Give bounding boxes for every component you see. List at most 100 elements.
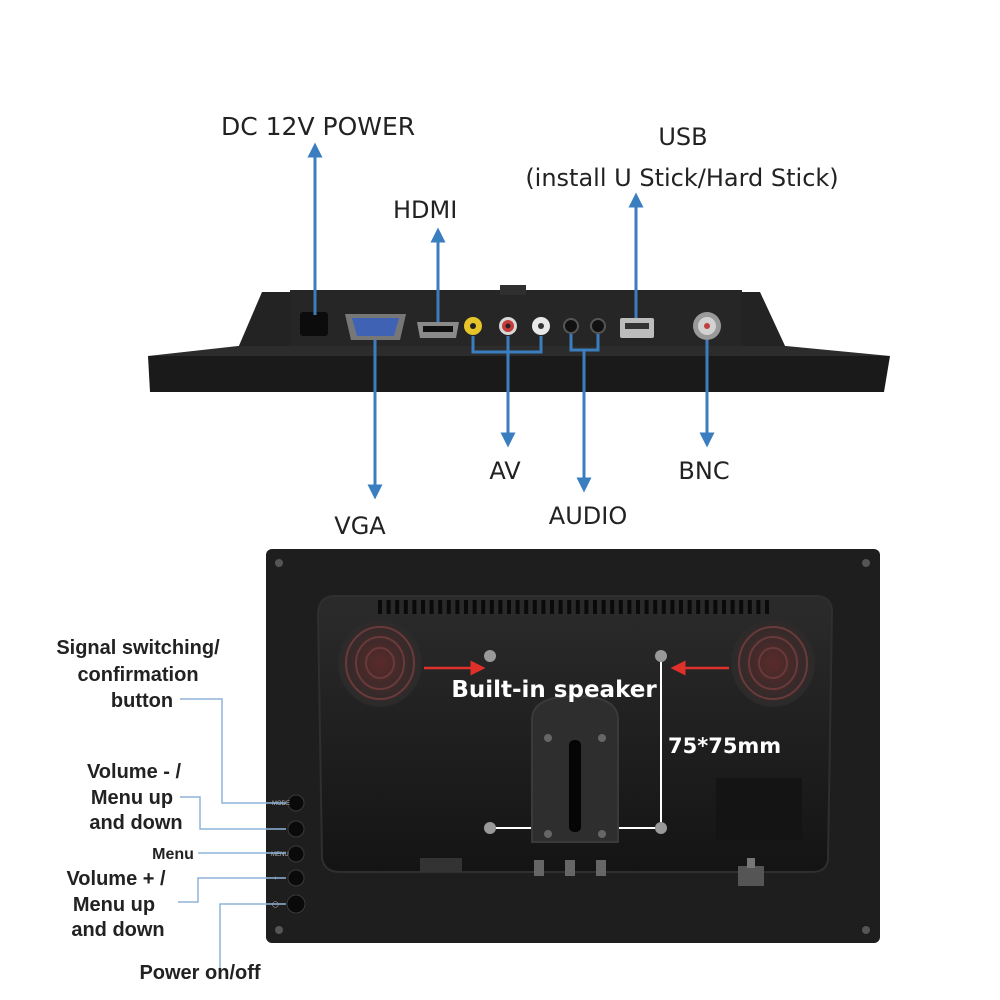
vent-slots: [378, 600, 769, 614]
vent-slot: [704, 600, 709, 614]
vol-plus-label-line1: Volume + /: [66, 868, 166, 890]
stand-bracket: [531, 694, 619, 843]
vesa-hole: [484, 822, 496, 834]
hdmi-port-icon: [417, 322, 459, 338]
vent-slot: [653, 600, 658, 614]
vent-slot: [550, 600, 554, 614]
usb-note-label: (install U Stick/Hard Stick): [525, 164, 838, 192]
left-speaker-icon: [338, 619, 422, 707]
vent-slot: [515, 600, 520, 614]
speaker-label: Built-in speaker: [451, 677, 657, 703]
vent-slot: [489, 600, 494, 614]
audio-label: AUDIO: [549, 502, 627, 530]
vent-slot: [412, 600, 417, 614]
usb-label: USB: [658, 123, 707, 151]
vent-slot: [687, 600, 692, 614]
volume-plus-button[interactable]: [287, 869, 305, 887]
minus-mark: -: [274, 827, 276, 833]
menu-button[interactable]: [287, 845, 305, 863]
right-speaker-icon: [731, 619, 815, 707]
vent-slot: [567, 600, 572, 614]
plus-mark: +: [274, 876, 278, 882]
top-callout-arrows: [307, 142, 715, 500]
dc-jack-icon: [300, 312, 328, 336]
vol-plus-label-line3: and down: [71, 919, 164, 941]
bottom-connector: [596, 860, 606, 876]
vent-slot: [429, 600, 434, 614]
side-callout-lines: [178, 698, 286, 971]
vesa-hole: [655, 822, 667, 834]
signal-label-line1: Signal switching/: [56, 637, 220, 659]
vent-slot: [593, 600, 597, 614]
label-plate: [716, 778, 802, 840]
vent-slot: [722, 600, 726, 614]
vent-slot: [670, 600, 675, 614]
vol-minus-label-line3: and down: [89, 812, 182, 834]
bottom-connector: [420, 858, 462, 872]
vent-slot: [730, 600, 735, 614]
vol-plus-label-line2: Menu up: [73, 894, 155, 916]
vent-slot: [498, 600, 503, 614]
vent-slot: [455, 600, 460, 614]
vent-slot: [438, 600, 443, 614]
bottom-connector: [565, 860, 575, 876]
vent-slot: [610, 600, 615, 614]
vent-slot: [765, 600, 769, 614]
vent-slot: [636, 600, 640, 614]
vent-slot: [696, 600, 701, 614]
vent-slot: [575, 600, 580, 614]
vent-slot: [541, 600, 546, 614]
vga-label: VGA: [334, 512, 386, 540]
vol-minus-label-line1: Volume - /: [87, 761, 182, 783]
vent-slot: [661, 600, 666, 614]
vent-slot: [386, 600, 391, 614]
vent-slot: [472, 600, 477, 614]
vent-slot: [532, 600, 537, 614]
vent-slot: [584, 600, 589, 614]
vesa-hole: [655, 650, 667, 662]
volume-minus-button[interactable]: [287, 820, 305, 838]
vesa-hole: [484, 650, 496, 662]
dc-power-label: DC 12V POWER: [221, 112, 415, 141]
vga-port-icon: [345, 314, 406, 340]
monitor-bottom-view: [148, 285, 890, 392]
power-button[interactable]: [286, 894, 306, 914]
vent-slot: [395, 600, 400, 614]
vent-slot: [421, 600, 425, 614]
monitor-back-view: MODE - MENU + ◯: [266, 549, 880, 943]
side-buttons: [286, 794, 306, 914]
vent-slot: [524, 600, 529, 614]
vent-slot: [644, 600, 649, 614]
vent-slot: [679, 600, 683, 614]
bnc-label: BNC: [678, 457, 729, 485]
vent-slot: [378, 600, 382, 614]
power-label: Power on/off: [139, 962, 260, 984]
vent-slot: [627, 600, 632, 614]
signal-label-line2: confirmation: [77, 664, 198, 686]
hdmi-label: HDMI: [393, 196, 457, 224]
vent-slot: [507, 600, 511, 614]
vent-slot: [403, 600, 408, 614]
vent-slot: [713, 600, 718, 614]
vent-slot: [558, 600, 563, 614]
mode-button[interactable]: [287, 794, 305, 812]
vent-slot: [601, 600, 606, 614]
vent-slot: [446, 600, 451, 614]
bnc-port-icon: [693, 312, 721, 340]
mode-mark: MODE: [272, 801, 290, 807]
menu-mark: MENU: [271, 852, 289, 858]
vent-slot: [747, 600, 752, 614]
vent-slot: [481, 600, 486, 614]
menu-label: Menu: [152, 846, 194, 863]
vent-slot: [464, 600, 468, 614]
vol-minus-label-line2: Menu up: [91, 787, 173, 809]
usb-port-icon: [620, 318, 654, 338]
signal-label-line3: button: [111, 690, 173, 712]
vesa-label: 75*75mm: [668, 734, 781, 758]
audio-jack-icon: [590, 318, 606, 334]
audio-jack-icon: [563, 318, 579, 334]
vent-slot: [739, 600, 744, 614]
av-label: AV: [489, 457, 521, 485]
bottom-connector: [534, 860, 544, 876]
